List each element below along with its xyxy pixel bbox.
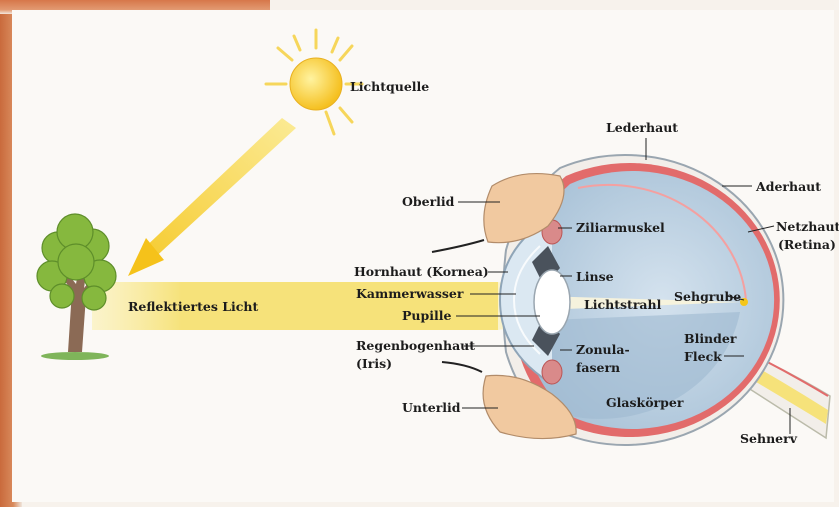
label-lederhaut: Lederhaut <box>606 121 678 135</box>
label-aderhaut: Aderhaut <box>756 180 821 194</box>
label-netzhaut: Netzhaut <box>776 220 839 234</box>
label-unterlid: Unterlid <box>402 401 461 415</box>
label-sehnerv: Sehnerv <box>740 432 797 446</box>
label-lichtquelle: Lichtquelle <box>350 80 429 94</box>
label-sehgrube: Sehgrube <box>674 290 741 304</box>
label-iris: (Iris) <box>356 357 392 371</box>
label-pupille: Pupille <box>402 309 451 323</box>
label-hornhaut: Hornhaut (Kornea) <box>354 265 489 279</box>
label-oberlid: Oberlid <box>402 195 454 209</box>
label-retina: (Retina) <box>778 238 836 252</box>
label-zonulafasern-1: Zonula- <box>576 343 630 357</box>
lens <box>534 270 570 334</box>
incident-light-arrow <box>128 118 296 276</box>
label-zonulafasern-2: fasern <box>576 361 620 375</box>
label-reflektiertes-licht: Reflektiertes Licht <box>128 300 258 314</box>
label-kammerwasser: Kammerwasser <box>356 287 463 301</box>
label-ziliarmuskel: Ziliarmuskel <box>576 221 665 235</box>
label-lichtstrahl: Lichtstrahl <box>584 298 661 312</box>
label-glaskoerper: Glaskörper <box>606 396 683 410</box>
sun-icon <box>266 30 362 134</box>
label-blinder: Blinder <box>684 332 736 346</box>
label-fleck: Fleck <box>684 350 722 364</box>
label-regenbogenhaut: Regenbogenhaut <box>356 339 475 353</box>
label-linse: Linse <box>576 270 614 284</box>
tree-icon <box>37 214 116 360</box>
